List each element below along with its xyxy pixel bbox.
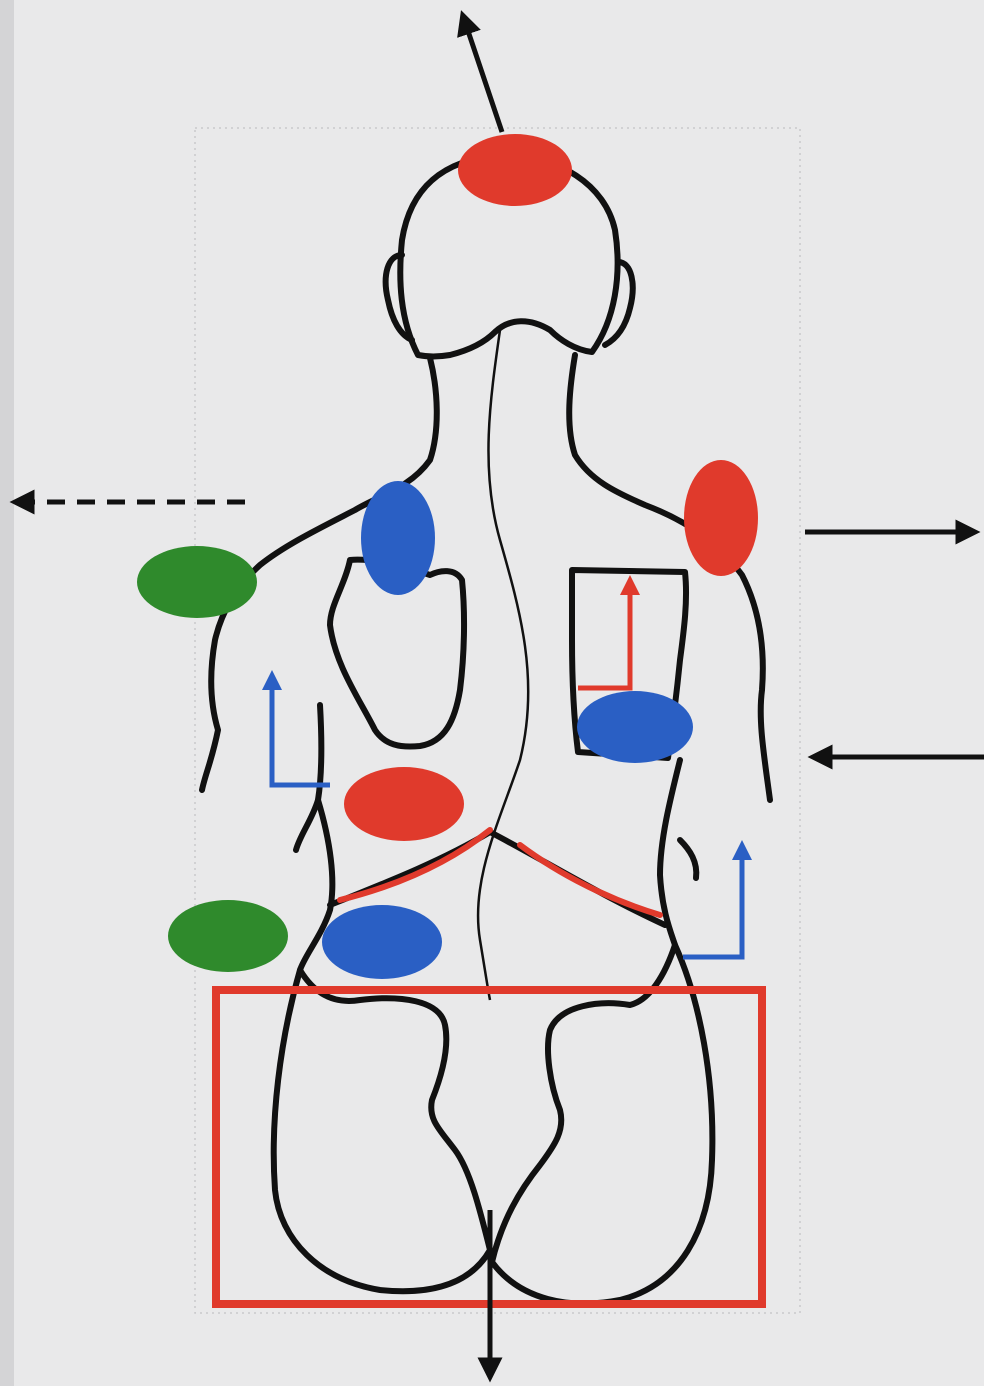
marker-right-scapula-lower [577,691,693,763]
marker-left-mid-back [344,767,464,841]
marker-left-upper-trapezius [361,481,435,595]
marker-left-waist [168,900,288,972]
marker-left-lower-back [322,905,442,979]
marker-right-shoulder [684,460,758,576]
marker-left-shoulder [137,546,257,618]
marker-head-crown [458,134,572,206]
paper-left-edge [0,0,14,1386]
